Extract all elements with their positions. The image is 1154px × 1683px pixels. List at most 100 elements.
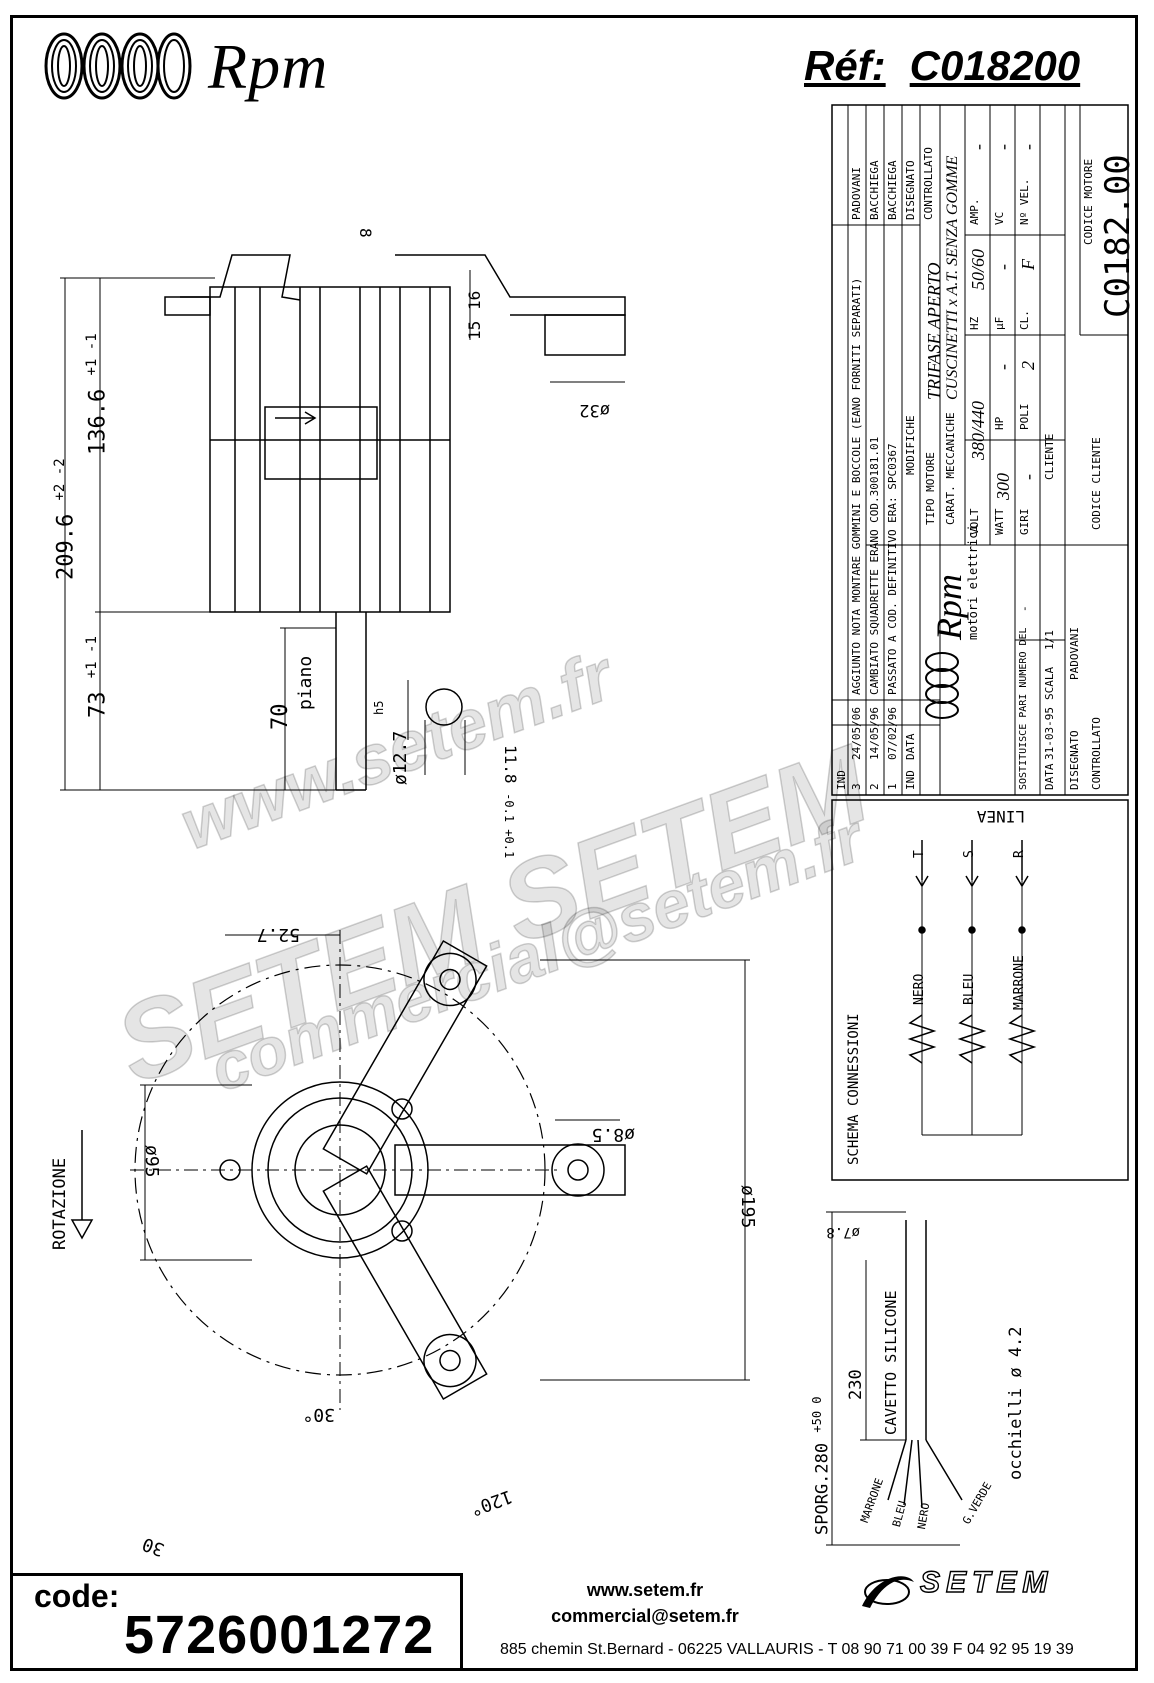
dim-15: 15	[465, 320, 484, 340]
label-occhielli: occhielli ø 4.2	[1006, 1326, 1026, 1480]
tb-disegnato: PADOVANI	[1068, 627, 1081, 680]
dim-95: ø95	[141, 1145, 162, 1178]
dim-230: 230	[846, 1369, 866, 1400]
tb-scala: 1/1	[1043, 630, 1056, 650]
dim-70: 70	[268, 703, 293, 731]
tb-volt: 380/440	[968, 400, 988, 460]
tb-carat: CUSCINETTI x A.T. SENZA GOMME	[944, 155, 961, 400]
code-value: 5726001272	[124, 1605, 435, 1665]
rev-2-text: CAMBIATO SQUADRETTE ERANO COD.300181.01	[868, 436, 881, 695]
dim-16: 16	[465, 290, 484, 310]
tb-volt-label: VOLT	[968, 508, 981, 536]
tb-hz: 50/60	[968, 248, 988, 290]
rev-2-ind: 2	[868, 783, 881, 790]
tb-vc: -	[993, 144, 1013, 150]
tb-codice-motore: C0182.00	[1098, 154, 1138, 318]
footer-email[interactable]: commercial@setem.fr	[551, 1606, 739, 1626]
footer-address: 885 chemin St.Bernard - 06225 VALLAURIS …	[500, 1641, 1074, 1658]
rev-header-disegnato: DISEGNATO	[904, 160, 917, 220]
wire-nero: NERO	[912, 973, 927, 1005]
footer-website[interactable]: www.setem.fr	[586, 1580, 704, 1600]
dim-195: ø195	[737, 1185, 758, 1229]
motor-body-side	[209, 286, 451, 613]
tb-cl: F	[1018, 259, 1038, 270]
tb-uf: -	[993, 264, 1013, 270]
ref-label: Réf:	[804, 42, 886, 89]
tb-poli: 2	[1018, 361, 1038, 370]
tb-data-label: DATA	[1043, 763, 1056, 791]
rev-1-date: 07/02/96	[886, 707, 899, 760]
dim-30-deg: 30°	[302, 1404, 335, 1425]
dim-8-5: ø8.5	[591, 1124, 635, 1145]
reference: Réf: C018200	[804, 42, 1080, 90]
ref-value: C018200	[909, 42, 1081, 89]
tb-scala-label: SCALA	[1043, 666, 1056, 700]
brand-name: Rpm	[208, 31, 329, 102]
rev-1-text: PASSATO A COD. DEFINITIVO ERA: SPC0367	[886, 443, 899, 695]
tb-vc-label: VC	[993, 211, 1006, 225]
wire-bleu: BLEU	[962, 973, 977, 1005]
rev-2-date: 14/05/96	[868, 707, 881, 760]
dim-32: ø32	[579, 400, 610, 420]
tb-giri-label: GIRI	[1018, 508, 1031, 536]
tb-hz-label: HZ	[968, 316, 981, 330]
dim-209-6: 209.6 +2 -2	[52, 458, 79, 580]
tb-tipo-motore-label: TIPO MOTORE	[924, 452, 937, 525]
tb-vel: -	[1018, 144, 1038, 150]
dim-8: 8	[356, 228, 375, 238]
tb-sostituisce-label: SOSTITUISCE PARI NUMERO DEL	[1018, 627, 1029, 790]
rev-2-by: BACCHIEGA	[868, 160, 881, 220]
dim-cable-7-8: ø7.8	[826, 1224, 860, 1240]
rev-1-by: BACCHIEGA	[886, 160, 899, 220]
dim-73: 73 +1 -1	[84, 636, 111, 718]
tb-sostituisce: -	[1018, 605, 1031, 612]
tb-poli-label: POLI	[1018, 403, 1031, 431]
label-rotazione: ROTAZIONE	[50, 1157, 70, 1250]
connection-schema-box	[831, 799, 1129, 1181]
code-box	[10, 1573, 463, 1671]
tb-data: 31-03-95	[1043, 707, 1056, 760]
tb-carat-label: CARAT. MECCANICHE	[944, 412, 957, 525]
tb-cliente-label: CLIENTE	[1043, 433, 1056, 480]
tb-codice-cliente-label: CODICE CLIENTE	[1090, 437, 1103, 530]
phase-s: S	[962, 850, 977, 858]
label-cavetto: CAVETTO SILICONE	[882, 1290, 900, 1436]
rev-header-ind: IND	[904, 770, 917, 790]
dim-sporg: SPORG.280 +50 0	[810, 1396, 833, 1536]
wire-marrone: MARRONE	[1012, 955, 1027, 1010]
rev-1-ind: 1	[886, 783, 899, 790]
tb-hp-label: HP	[993, 416, 1006, 430]
tb-cl-label: CL.	[1018, 310, 1031, 330]
label-linea: LINEA	[976, 807, 1025, 826]
label-piano: piano	[295, 655, 316, 710]
tb-company-sub: motori elettrici	[966, 524, 980, 640]
tb-company: Rpm	[929, 574, 969, 640]
tb-hp: -	[993, 364, 1013, 370]
tb-tipo-motore: TRIFASE APERTO	[924, 262, 944, 400]
dim-136-6: 136.6 +1 -1	[84, 333, 111, 455]
phase-t: T	[912, 850, 927, 858]
phase-r: R	[1012, 850, 1027, 858]
schema-title: SCHEMA CONNESSIONI	[846, 1013, 862, 1165]
tb-uf-label: µF	[993, 316, 1006, 330]
rev-header-data: DATA	[904, 733, 917, 761]
rev-3-text: AGGIUNTO NOTA MONTARE GOMMINI E BOCCOLE …	[850, 277, 863, 695]
setem-swoosh-icon	[862, 1576, 914, 1608]
rev-header-controllato: CONTROLLATO	[922, 147, 935, 220]
tb-codice-motore-label: CODICE MOTORE	[1082, 158, 1095, 245]
code-label: code:	[34, 1578, 120, 1614]
tb-watt: 300	[993, 473, 1013, 500]
page-frame	[10, 15, 1138, 1671]
tb-amp-label: AMP.	[968, 198, 981, 226]
tb-giri: -	[1018, 474, 1038, 480]
title-block	[831, 104, 1129, 796]
rev-3-by: PADOVANI	[850, 167, 863, 220]
tb-watt-label: WATT	[993, 508, 1006, 536]
setem-logo-text: SETEM	[919, 1565, 1054, 1599]
tb-controllato-label: CONTROLLATO	[1090, 717, 1103, 790]
tb-amp: -	[968, 144, 988, 150]
rpm-logo-coils-icon	[44, 32, 192, 100]
rev-header-modifiche: MODIFICHE	[904, 415, 917, 475]
rpm-small-logo-icon	[925, 652, 959, 719]
